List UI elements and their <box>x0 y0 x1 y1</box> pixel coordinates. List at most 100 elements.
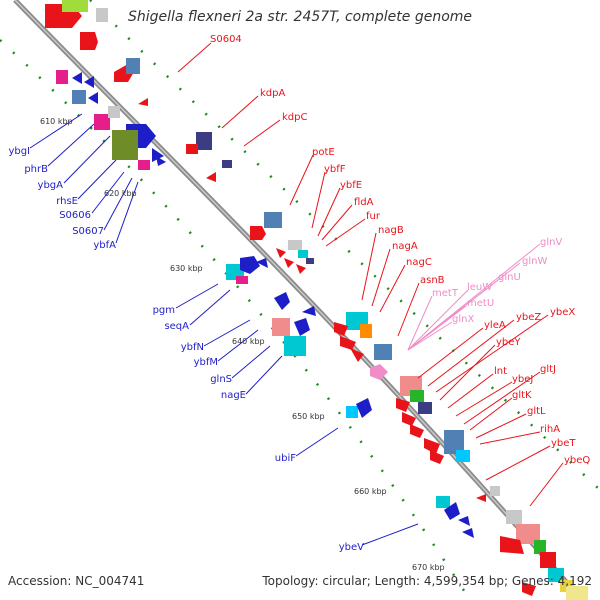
gene-label[interactable]: ybeT <box>551 438 576 449</box>
gene-label[interactable]: seqA <box>164 321 189 332</box>
gene-label[interactable]: ybfE <box>340 180 362 191</box>
gene-block[interactable] <box>402 412 416 426</box>
gene-block[interactable] <box>540 552 556 568</box>
gene-block[interactable] <box>350 348 364 362</box>
gene-block[interactable] <box>272 318 290 336</box>
gene-label[interactable]: ybeQ <box>564 455 590 466</box>
rna-label[interactable]: metU <box>467 298 494 309</box>
gene-block[interactable] <box>56 70 68 84</box>
gene-label[interactable]: gltK <box>512 390 532 401</box>
gene-block[interactable] <box>294 318 310 336</box>
gene-block[interactable] <box>222 160 232 168</box>
gene-block[interactable] <box>236 276 248 284</box>
gene-block[interactable] <box>334 322 348 336</box>
gene-block[interactable] <box>444 502 460 520</box>
gene-block[interactable] <box>306 258 314 264</box>
gene-label[interactable]: potE <box>312 147 335 158</box>
rna-label[interactable]: metT <box>432 288 459 299</box>
gene-block[interactable] <box>370 364 388 380</box>
gene-block[interactable] <box>500 536 524 554</box>
gene-label[interactable]: S0607 <box>72 226 104 237</box>
gene-block[interactable] <box>430 450 444 464</box>
gene-label[interactable]: fldA <box>354 197 374 208</box>
gene-label[interactable]: ybeY <box>496 337 521 348</box>
gene-label[interactable]: phrB <box>24 164 48 175</box>
gene-block[interactable] <box>476 494 486 502</box>
gene-block[interactable] <box>94 114 110 130</box>
gene-label[interactable]: S0604 <box>210 34 242 45</box>
gene-block[interactable] <box>360 324 372 338</box>
gene-block[interactable] <box>410 390 424 402</box>
gene-label[interactable]: glnS <box>210 374 232 385</box>
gene-label[interactable]: pgm <box>153 305 175 316</box>
gene-label[interactable]: ubiF <box>275 453 296 464</box>
gene-block[interactable] <box>62 0 88 12</box>
gene-block[interactable] <box>240 256 260 274</box>
gene-block[interactable] <box>396 398 410 412</box>
rna-label[interactable]: glnV <box>540 237 562 248</box>
gene-label[interactable]: kdpA <box>260 88 285 99</box>
gene-block[interactable] <box>534 540 546 554</box>
gene-block[interactable] <box>356 398 372 418</box>
gene-label[interactable]: gltJ <box>540 364 556 375</box>
gene-block[interactable] <box>72 90 86 104</box>
gene-block[interactable] <box>156 156 166 166</box>
gene-label[interactable]: kdpC <box>282 112 307 123</box>
gene-block[interactable] <box>506 510 522 524</box>
gene-block[interactable] <box>84 76 94 88</box>
gene-label[interactable]: nagC <box>406 257 432 268</box>
rna-label[interactable]: leuW <box>467 282 492 293</box>
gene-block[interactable] <box>424 438 440 454</box>
gene-block[interactable] <box>126 58 140 74</box>
rna-label[interactable]: glnU <box>498 272 521 283</box>
gene-block[interactable] <box>88 92 98 104</box>
gene-block[interactable] <box>72 72 82 84</box>
rna-label[interactable]: glnW <box>522 256 547 267</box>
gene-label[interactable]: nagA <box>392 241 418 252</box>
gene-block[interactable] <box>108 106 120 118</box>
gene-label[interactable]: ybeJ <box>512 374 533 385</box>
gene-block[interactable] <box>288 240 302 250</box>
gene-block[interactable] <box>284 336 306 356</box>
gene-label[interactable]: ybfN <box>181 342 204 353</box>
gene-block[interactable] <box>346 406 358 418</box>
gene-block[interactable] <box>566 586 588 600</box>
gene-block[interactable] <box>444 430 464 454</box>
gene-block[interactable] <box>80 32 98 50</box>
gene-block[interactable] <box>436 496 450 508</box>
gene-block[interactable] <box>418 402 432 414</box>
gene-block[interactable] <box>196 132 212 150</box>
gene-label[interactable]: ybfM <box>194 357 218 368</box>
gene-label[interactable]: ybgI <box>8 146 30 157</box>
gene-label[interactable]: nagE <box>221 390 246 401</box>
gene-label[interactable]: fur <box>366 211 381 222</box>
gene-block[interactable] <box>296 264 306 274</box>
gene-label[interactable]: nagB <box>378 225 404 236</box>
gene-label[interactable]: rihA <box>540 424 560 435</box>
gene-block[interactable] <box>548 568 564 582</box>
gene-block[interactable] <box>516 524 540 544</box>
gene-block[interactable] <box>302 306 316 316</box>
gene-block[interactable] <box>340 336 356 350</box>
gene-label[interactable]: gltL <box>527 406 546 417</box>
gene-label[interactable]: rhsE <box>56 196 78 207</box>
gene-block[interactable] <box>138 98 148 106</box>
rna-label[interactable]: glnX <box>452 314 474 325</box>
gene-label[interactable]: lnt <box>494 366 507 377</box>
gene-block[interactable] <box>298 250 308 258</box>
gene-label[interactable]: asnB <box>420 275 445 286</box>
gene-block[interactable] <box>186 144 198 154</box>
gene-block[interactable] <box>152 148 164 162</box>
gene-label[interactable]: ybeZ <box>516 312 541 323</box>
gene-block[interactable] <box>250 226 266 240</box>
gene-label[interactable]: ybgA <box>38 180 64 191</box>
gene-block[interactable] <box>274 292 290 310</box>
gene-block[interactable] <box>374 344 392 360</box>
gene-block[interactable] <box>206 172 216 182</box>
gene-label[interactable]: ybfA <box>93 240 116 251</box>
gene-label[interactable]: yleA <box>484 320 506 331</box>
gene-block[interactable] <box>256 258 268 268</box>
gene-block[interactable] <box>138 160 150 170</box>
gene-block[interactable] <box>410 424 424 438</box>
gene-block[interactable] <box>264 212 282 228</box>
